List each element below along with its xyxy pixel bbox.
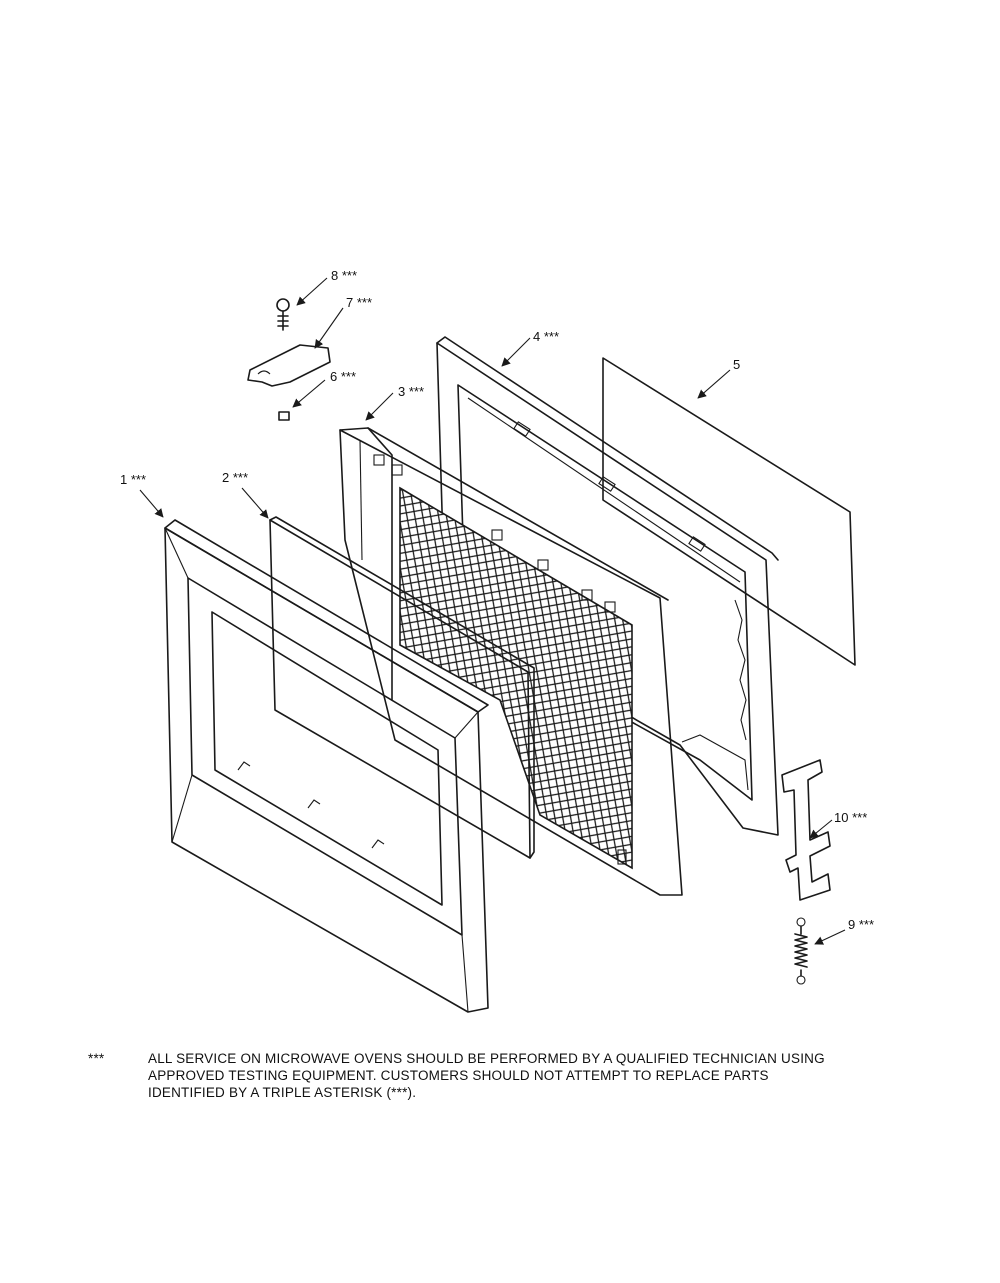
footnote-marker: *** [88,1051,105,1066]
callout-6-arrow [292,379,326,408]
part-10-latch [781,759,831,901]
footnote-line: APPROVED TESTING EQUIPMENT. CUSTOMERS SH… [148,1068,769,1083]
callout-3-arrow [365,392,394,421]
part-1-door-frame [164,519,489,1013]
callout-10-label: 10 *** [834,810,867,825]
callout-4-label: 4 *** [533,329,559,344]
callout-8-arrow [296,277,328,306]
part-2-choke-panel [269,516,535,859]
part-3-mesh-panel [339,427,683,896]
part-6-nut [278,411,290,421]
callout-1-label: 1 *** [120,472,146,487]
callout-7-label: 7 *** [346,295,372,310]
part-8-screw [276,298,290,331]
callout-5-arrow [697,369,731,399]
part-7-hinge-bracket [247,344,331,387]
callouts: 1 *** 2 *** 3 *** 4 *** 5 6 *** 7 *** 8 … [120,268,874,945]
callout-9-label: 9 *** [848,917,874,932]
footnote-line: IDENTIFIED BY A TRIPLE ASTERISK (***). [148,1085,417,1100]
callout-2-label: 2 *** [222,470,248,485]
callout-7-arrow [314,307,344,349]
callout-9-arrow [814,929,846,945]
callout-5-label: 5 [733,357,740,372]
callout-3-label: 3 *** [398,384,424,399]
callout-4-arrow [501,337,531,367]
callout-2-arrow [241,487,269,519]
footnote-text: ALL SERVICE ON MICROWAVE OVENS SHOULD BE… [148,1050,938,1101]
part-5-sheet [602,357,856,666]
callout-1-arrow [139,489,164,518]
callout-10-arrow [809,819,833,839]
callout-6-label: 6 *** [330,369,356,384]
part-9-spring [794,917,808,985]
callout-8-label: 8 *** [331,268,357,283]
footnote-line: ALL SERVICE ON MICROWAVE OVENS SHOULD BE… [148,1051,825,1066]
